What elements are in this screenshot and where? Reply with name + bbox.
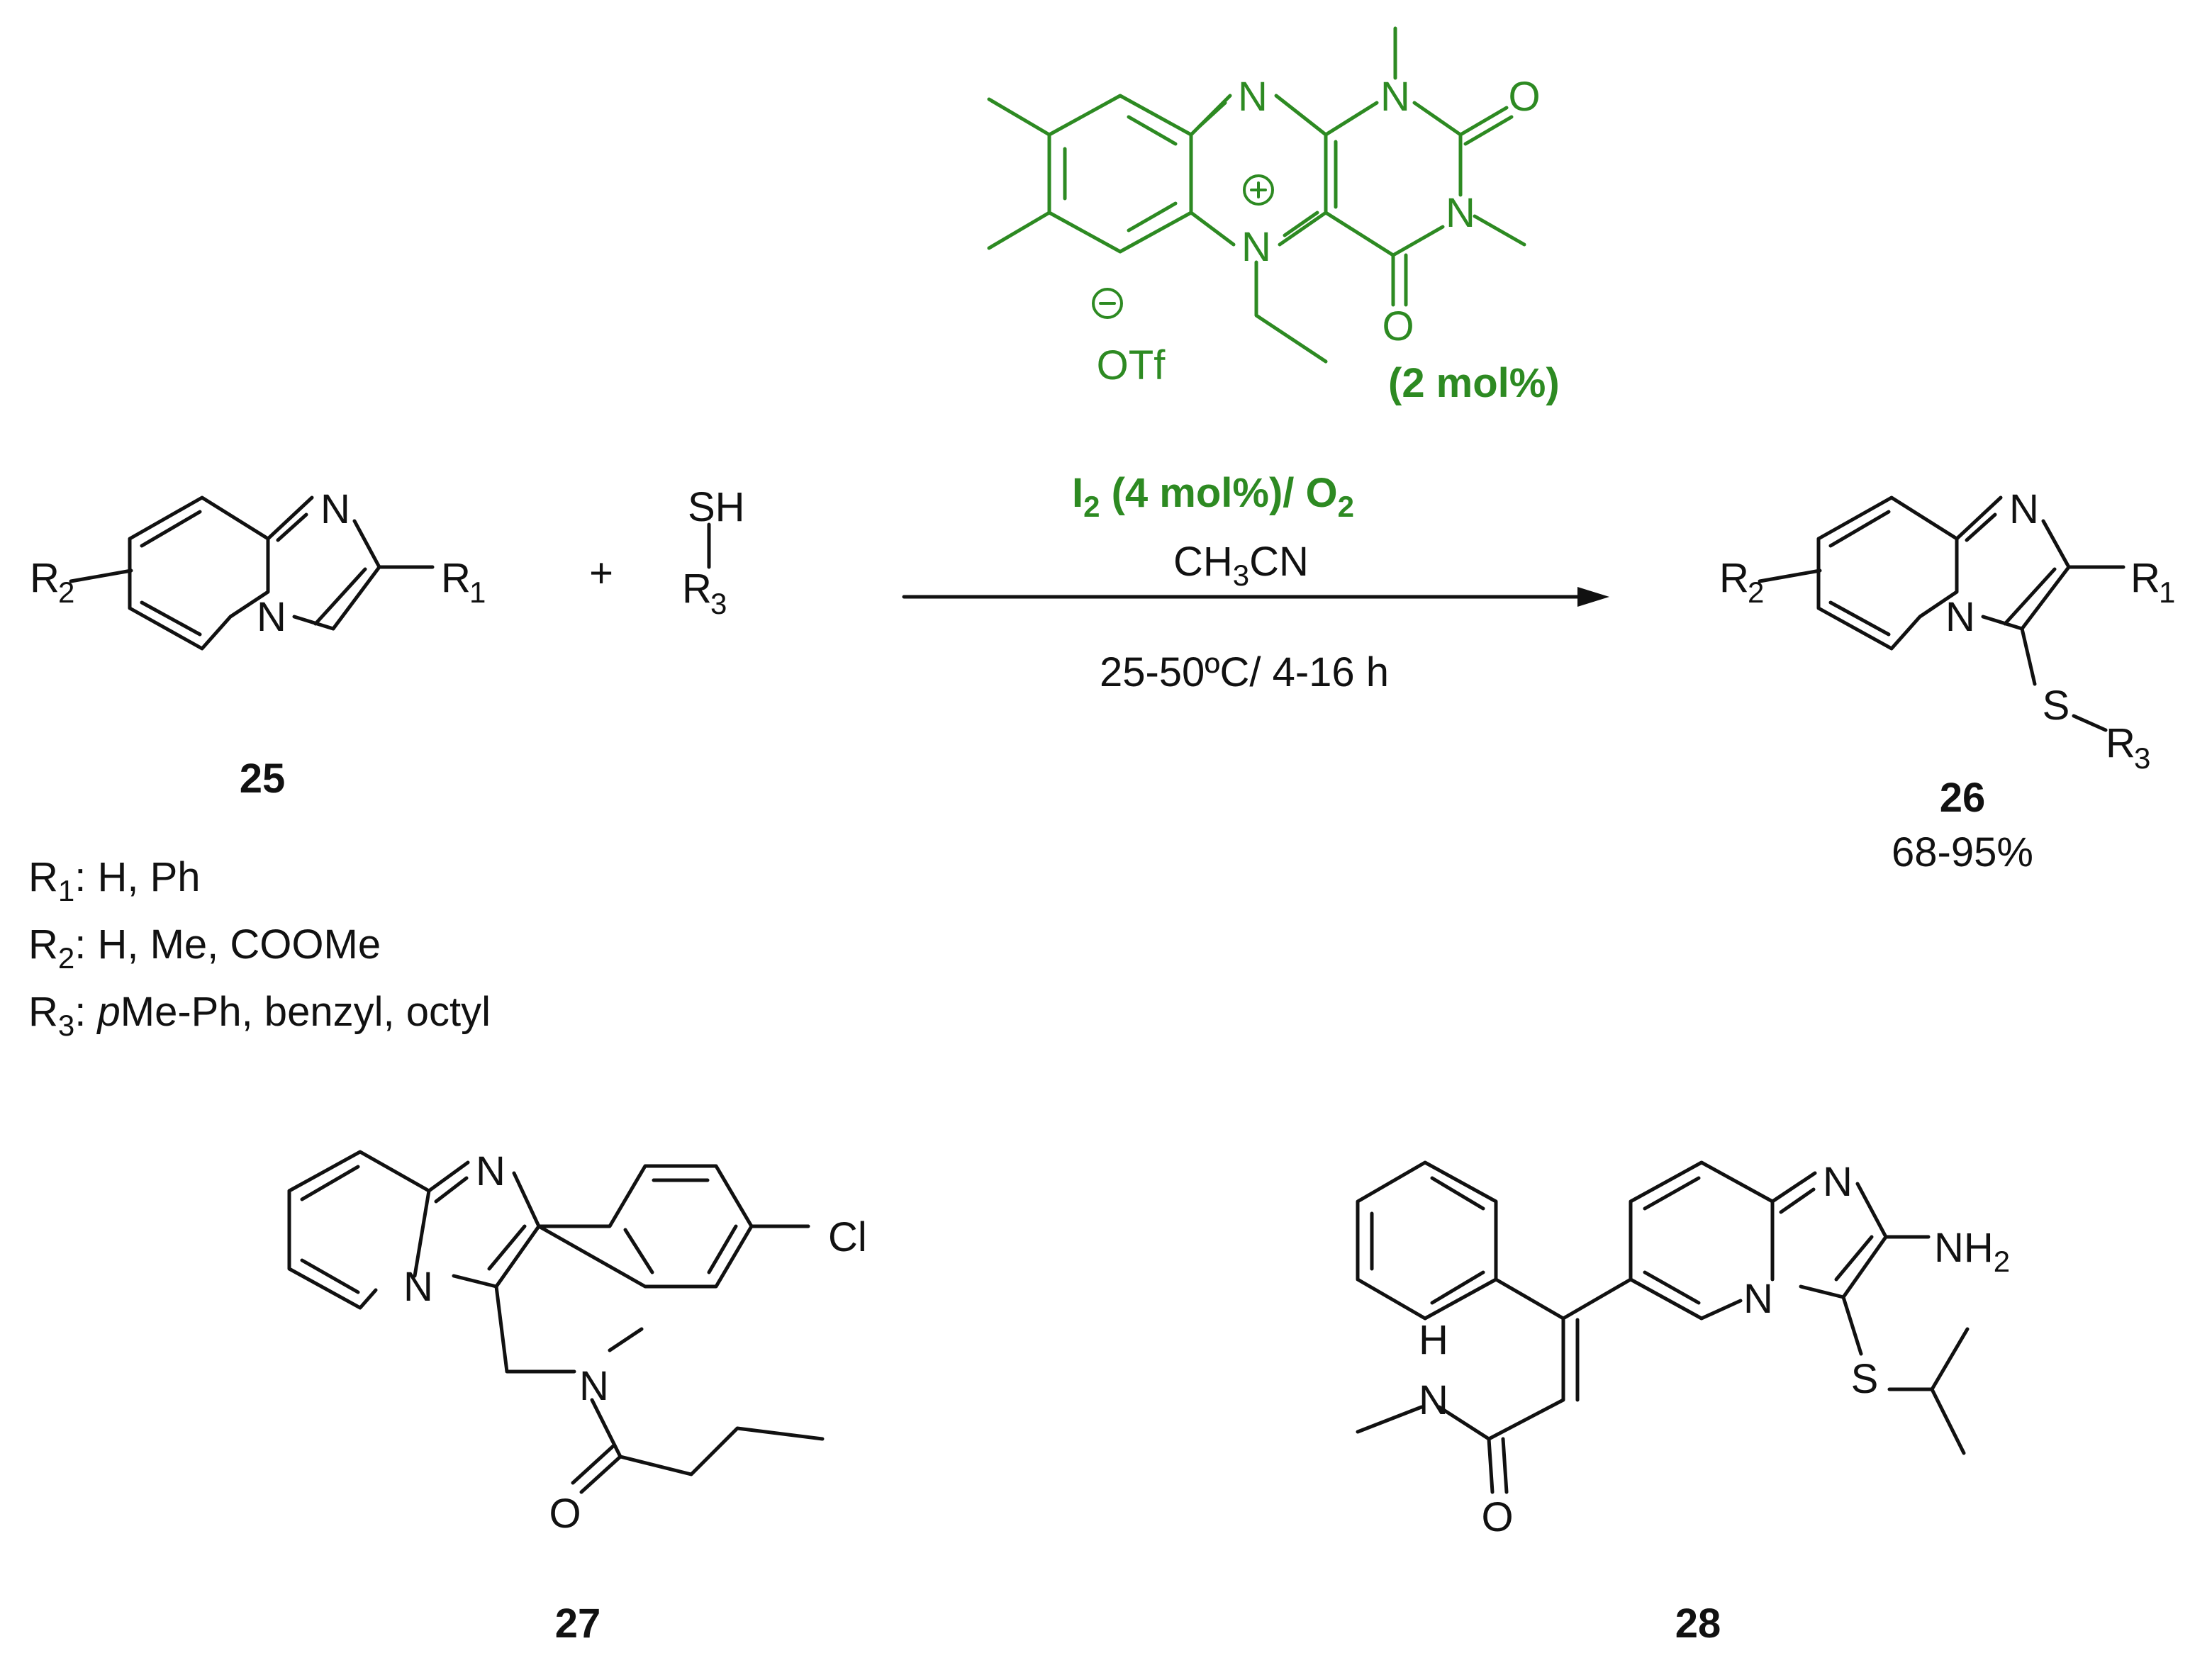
r1-definition: R1: H, Ph [28, 854, 201, 907]
r2-label: R [30, 555, 60, 601]
atom-n: N [1419, 1377, 1448, 1423]
atom-n: N [1945, 594, 1975, 640]
r1-label: R [2130, 555, 2160, 601]
thiol-structure: SH R 3 [682, 484, 745, 620]
amino-group: NH2 [1934, 1225, 2010, 1278]
atom-n: N [476, 1148, 505, 1194]
r3-definition: R3: pMe-Ph, benzyl, octyl [28, 989, 491, 1042]
compound-25-structure: N N R 1 R 2 [30, 486, 486, 651]
yield-range: 68-95% [1892, 829, 2033, 875]
reaction-arrow [902, 587, 1609, 607]
atom-cl: Cl [828, 1214, 867, 1260]
r1-label: R [441, 555, 471, 601]
catalyst-loading: (2 mol%) [1388, 360, 1560, 406]
solvent: CH3CN [1173, 539, 1309, 592]
atom-s: S [1851, 1356, 1879, 1402]
compound-26-structure: N N S R 1 R 2 R 3 [1719, 486, 2175, 775]
r3-label: R [2106, 720, 2135, 766]
r1-subscript: 1 [469, 576, 486, 609]
atom-s: S [2043, 683, 2070, 729]
atom-n: N [1743, 1276, 1773, 1322]
compound-25-label: 25 [240, 756, 286, 802]
triflate-label: OTf [1097, 342, 1166, 388]
atom-n: N [579, 1363, 609, 1409]
compound-28-structure: N N S H N O NH2 [1356, 1159, 2010, 1540]
r3-label: R [682, 566, 712, 612]
atom-o: O [1481, 1494, 1513, 1540]
atom-o: O [1382, 303, 1414, 349]
compound-28-label: 28 [1675, 1601, 1721, 1647]
atom-n: N [1380, 74, 1410, 120]
compound-26-label: 26 [1940, 775, 1986, 821]
atom-h: H [1419, 1317, 1448, 1363]
r2-definition: R2: H, Me, COOMe [28, 921, 381, 975]
reagent-iodine: I2 (4 mol%)/ O2 [1072, 470, 1354, 523]
atom-o: O [1508, 74, 1540, 120]
substituent-legend: R1: H, Ph R2: H, Me, COOMe R3: pMe-Ph, b… [28, 854, 491, 1042]
atom-n: N [320, 486, 350, 532]
atom-n: N [403, 1264, 433, 1310]
r2-subscript: 2 [58, 576, 74, 609]
atom-n: N [1823, 1159, 1853, 1205]
r1-subscript: 1 [2159, 576, 2175, 609]
atom-n: N [257, 594, 286, 640]
r3-subscript: 3 [2134, 741, 2150, 775]
compound-27-structure: N N N O Cl [287, 1148, 867, 1537]
atom-n: N [1238, 74, 1268, 120]
plus-sign: + [589, 550, 613, 596]
atom-n-plus: N [1241, 224, 1271, 270]
temperature-time: 25-50ºC/ 4-16 h [1100, 649, 1389, 695]
r2-subscript: 2 [1748, 576, 1764, 609]
r3-subscript: 3 [710, 587, 727, 620]
atom-n: N [1446, 190, 1475, 236]
flavinium-catalyst: N N N N O O OTf (2 mol%) [987, 26, 1560, 406]
r2-label: R [1719, 555, 1749, 601]
thiol-sh: SH [688, 484, 745, 530]
atom-n: N [2009, 486, 2039, 532]
atom-o: O [549, 1491, 581, 1537]
compound-27-label: 27 [555, 1601, 601, 1647]
